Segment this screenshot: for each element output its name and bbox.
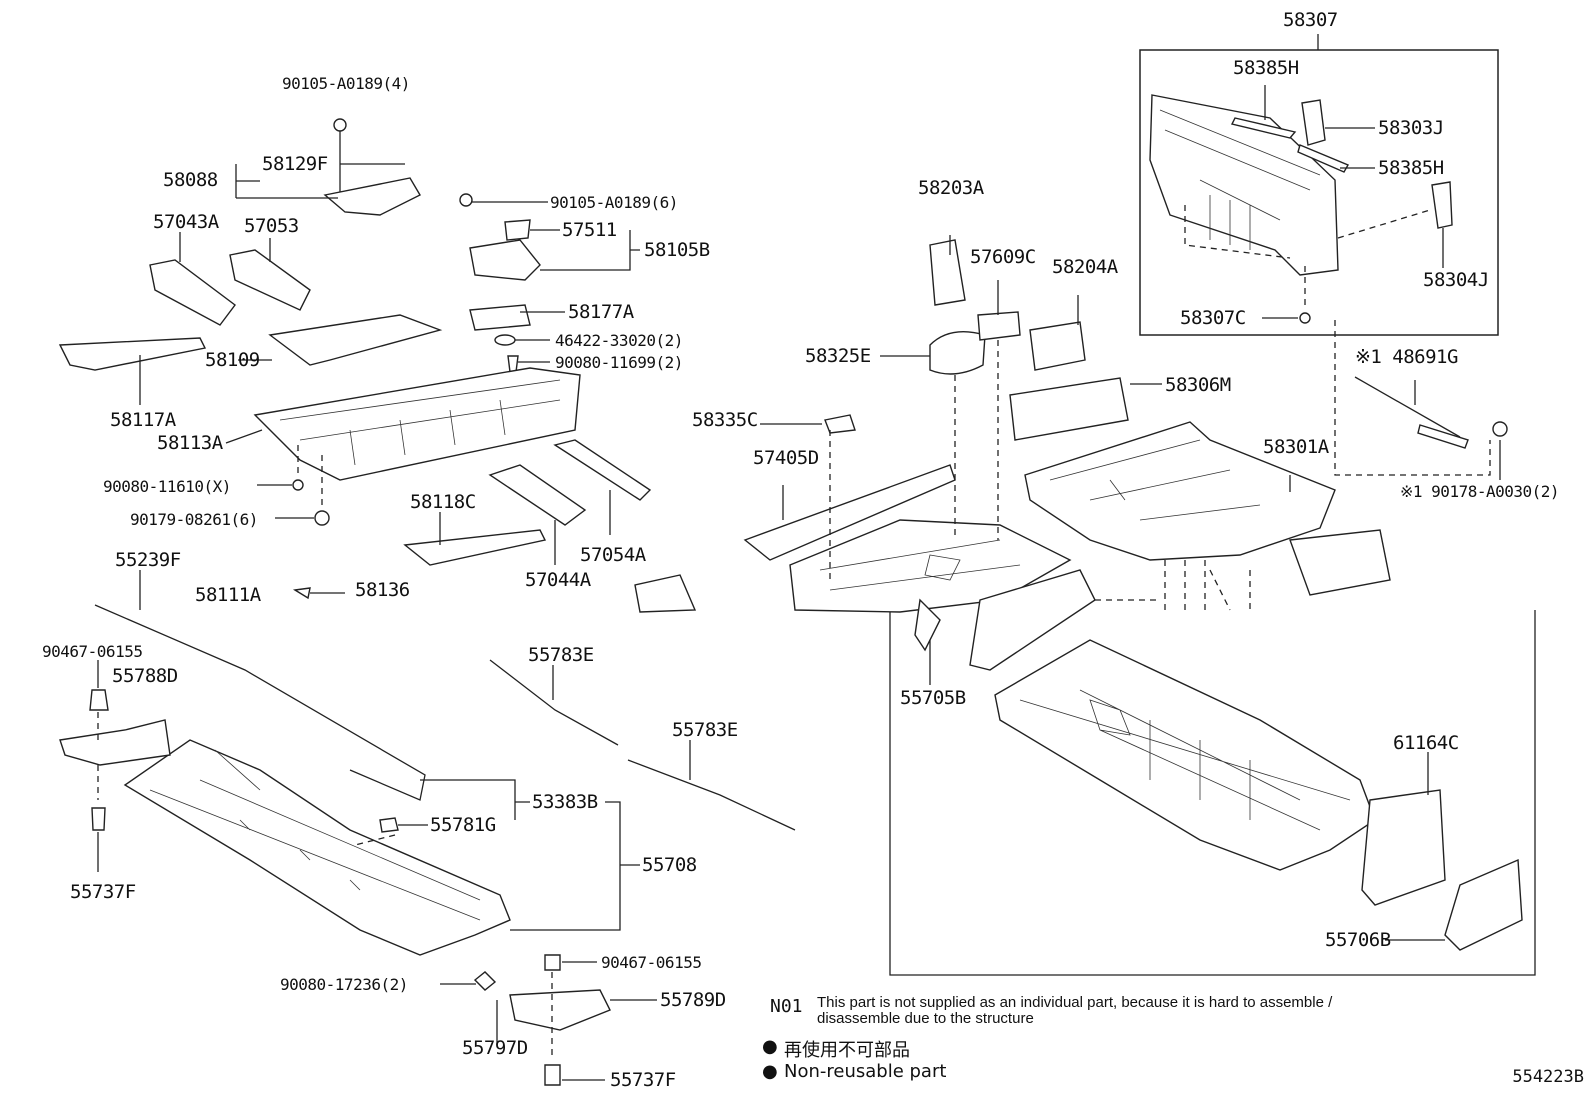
back-panel-58307 <box>1149 94 1453 324</box>
label-58088: 58088 <box>163 169 218 191</box>
label-55788D: 55788D <box>112 665 178 687</box>
label-58129F: 58129F <box>262 153 328 175</box>
label-55705B: 55705B <box>900 687 966 709</box>
label-90080-17236: 90080-17236(2) <box>280 975 408 994</box>
label-55737F-a: 55737F <box>70 881 136 903</box>
label-58301A: 58301A <box>1263 436 1329 458</box>
label-58136: 58136 <box>355 579 410 601</box>
main-frame <box>889 610 1536 976</box>
label-57043A: 57043A <box>153 211 219 233</box>
label-55737F-b: 55737F <box>610 1069 676 1091</box>
strut-48691G <box>1334 320 1508 480</box>
label-55706B: 55706B <box>1325 929 1391 951</box>
label-58111A: 58111A <box>195 584 261 606</box>
label-58177A: 58177A <box>568 301 634 323</box>
label-55783E-b: 55783E <box>672 719 738 741</box>
illustration-number: 554223B <box>1512 1067 1584 1087</box>
label-57053: 57053 <box>244 215 299 237</box>
label-58325E: 58325E <box>805 345 871 367</box>
label-58117A: 58117A <box>110 409 176 431</box>
label-61164C: 61164C <box>1393 732 1459 754</box>
cowl-58113A <box>225 367 581 526</box>
label-57405D: 57405D <box>753 447 819 469</box>
label-55239F: 55239F <box>115 549 181 571</box>
leaders-58307 <box>1262 85 1444 319</box>
label-90467-06155-b: 90467-06155 <box>601 953 702 972</box>
upper-left-parts <box>58 118 640 405</box>
label-58306M: 58306M <box>1165 374 1231 396</box>
label-90467-06155-a: 90467-06155 <box>42 642 143 661</box>
label-58335C: 58335C <box>692 409 758 431</box>
label-57054A: 57054A <box>580 544 646 566</box>
label-55789D: 55789D <box>660 989 726 1011</box>
legend-non-reusable-jp: 再使用不可部品 <box>784 1040 910 1061</box>
label-58304J: 58304J <box>1423 269 1489 291</box>
floor-pan-58301A <box>1009 377 1391 611</box>
legend-non-reusable-en: Non-reusable part <box>784 1061 947 1082</box>
label-48691G: ※1 48691G <box>1355 346 1458 368</box>
label-90080-11610: 90080-11610(X) <box>103 477 231 496</box>
label-90179-08261: 90179-08261(6) <box>130 510 258 529</box>
label-57044A: 57044A <box>525 569 591 591</box>
label-53383B: 53383B <box>532 791 598 813</box>
center-floor <box>743 235 1160 685</box>
bullet-icon-en: ● <box>762 1061 778 1082</box>
label-55781G: 55781G <box>430 814 496 836</box>
label-58203A: 58203A <box>918 177 984 199</box>
note-line-2: disassemble due to the structure <box>817 1010 1034 1027</box>
note-line-1: This part is not supplied as an individu… <box>817 994 1333 1011</box>
label-90080-11699: 90080-11699(2) <box>555 353 683 372</box>
label-58303J: 58303J <box>1378 117 1444 139</box>
note-code: N01 <box>770 996 803 1017</box>
label-90105-A0189-6: 90105-A0189(6) <box>550 193 678 212</box>
label-46422-33020: 46422-33020(2) <box>555 331 683 350</box>
inset-frame-58307 <box>1139 49 1499 336</box>
label-90105-A0189-4: 90105-A0189(4) <box>282 74 410 93</box>
lower-small-parts <box>292 439 697 613</box>
label-58105B: 58105B <box>644 239 710 261</box>
label-57609C: 57609C <box>970 246 1036 268</box>
dash-panel-55705B <box>994 639 1523 951</box>
bullet-icon-jp: ● <box>762 1036 778 1057</box>
label-58307C: 58307C <box>1180 307 1246 329</box>
label-55783E-a: 55783E <box>528 644 594 666</box>
label-57511: 57511 <box>562 219 617 241</box>
label-55797D: 55797D <box>462 1037 528 1059</box>
label-90178-A0030: ※1 90178-A0030(2) <box>1400 482 1560 501</box>
label-58385H-top: 58385H <box>1233 57 1299 79</box>
label-58118C: 58118C <box>410 491 476 513</box>
label-58113A: 58113A <box>157 432 223 454</box>
label-58204A: 58204A <box>1052 256 1118 278</box>
label-58307: 58307 <box>1283 9 1338 31</box>
label-55708: 55708 <box>642 854 697 876</box>
label-58385H-mid: 58385H <box>1378 157 1444 179</box>
cowl-louver-55708 <box>59 570 796 1086</box>
label-58109: 58109 <box>205 349 260 371</box>
